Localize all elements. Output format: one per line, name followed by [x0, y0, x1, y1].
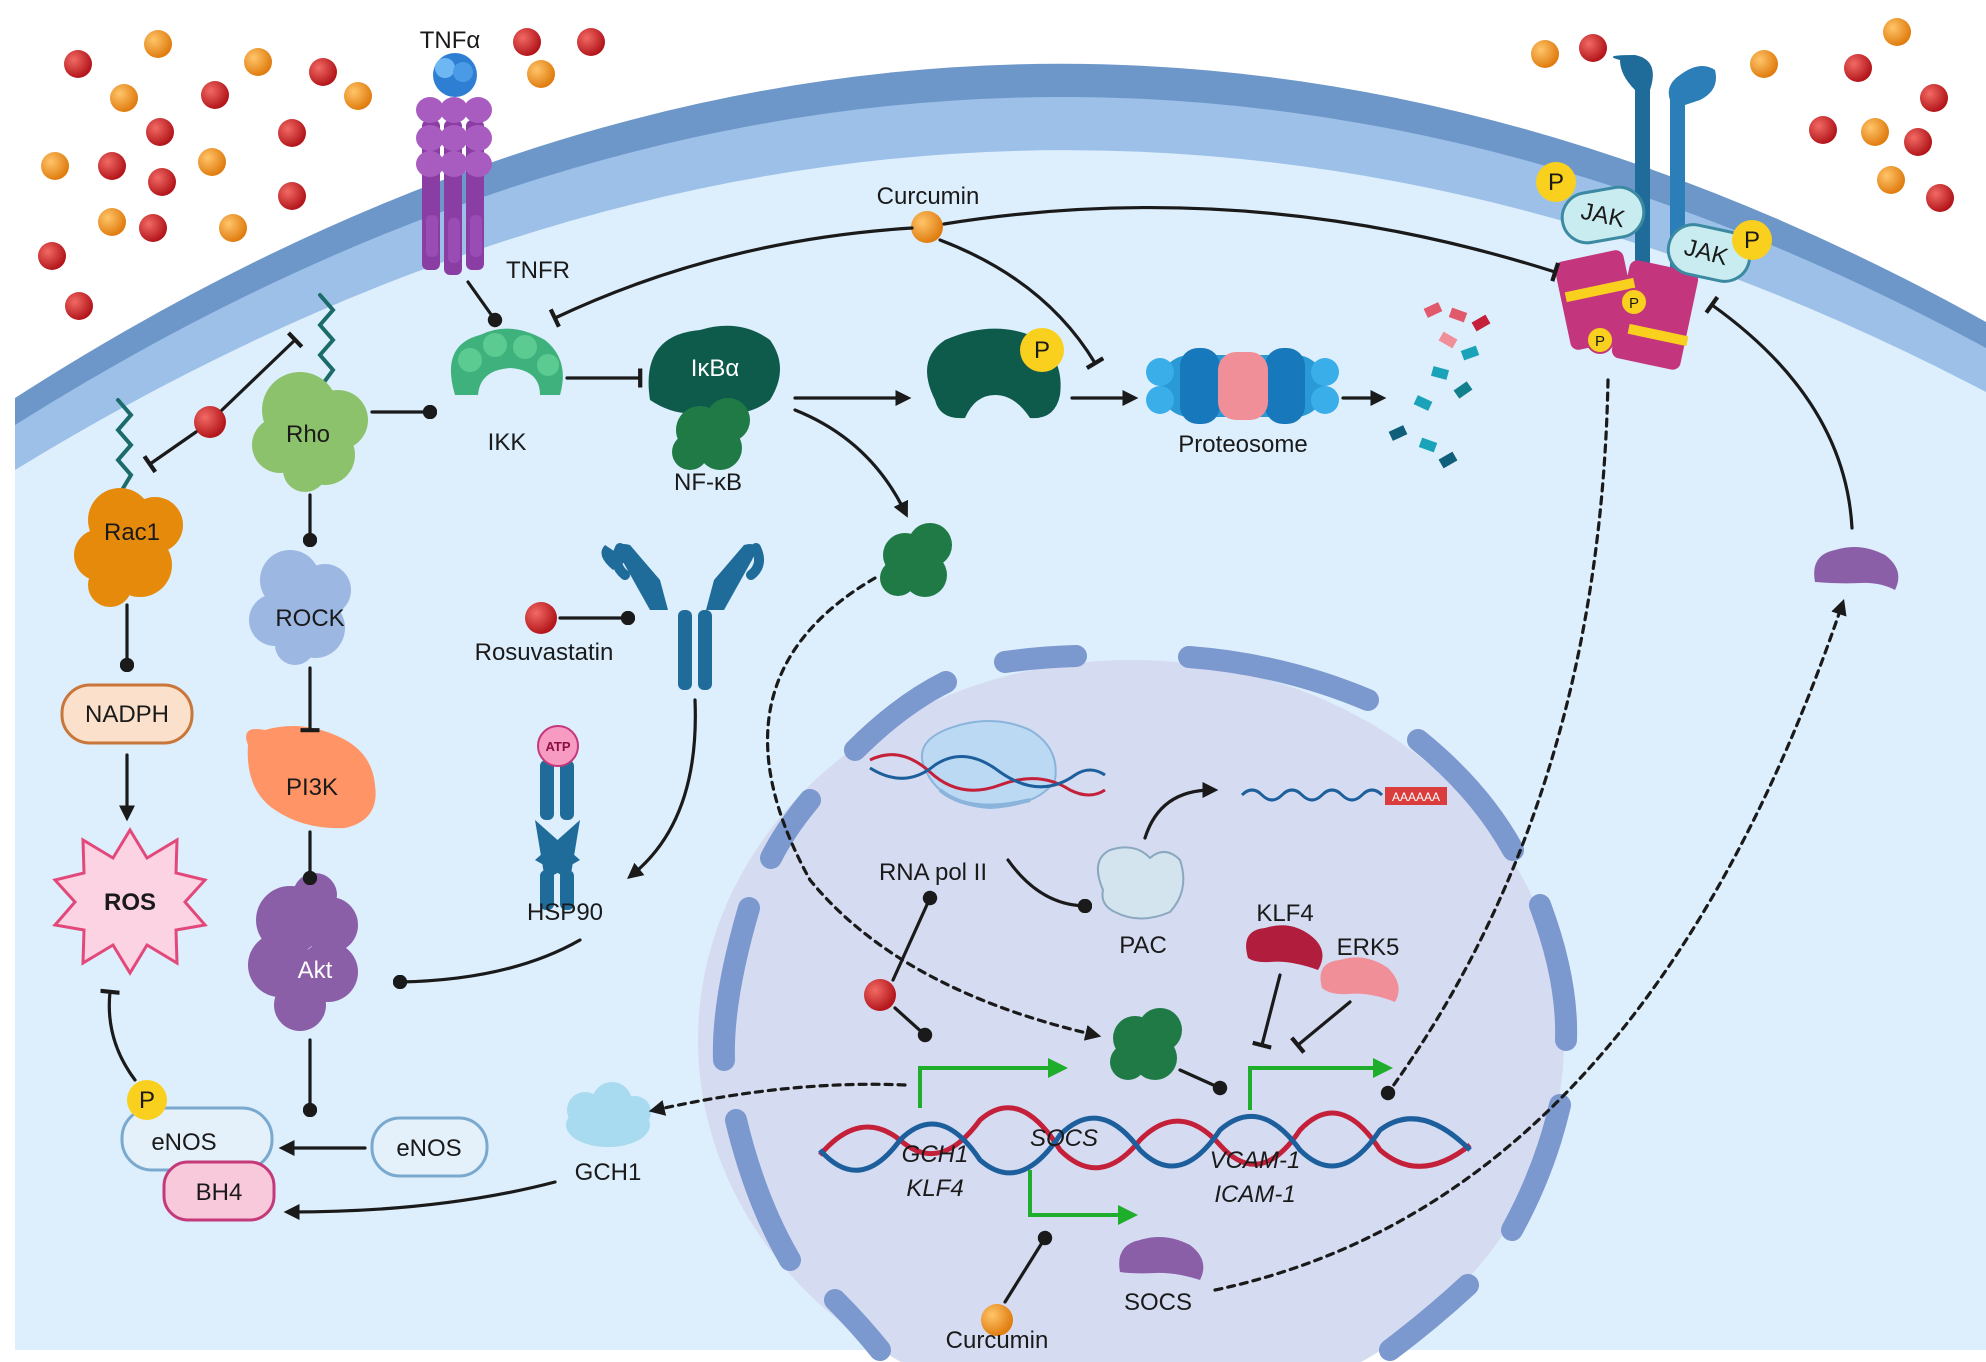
- nadph-label: NADPH: [85, 701, 169, 728]
- ros-burst: [52, 827, 208, 976]
- extracellular-molecules: [38, 18, 1954, 320]
- socs-protein-cytoplasm: [1814, 546, 1899, 590]
- phospho-label-ikba: P: [1034, 337, 1050, 364]
- rac1-label: Rac1: [104, 519, 160, 546]
- rac1-protein: [74, 488, 183, 607]
- statin-target-receptor: [601, 543, 765, 690]
- ikba-nfkb-complex: [648, 325, 780, 470]
- bh4-label: BH4: [196, 1179, 243, 1206]
- tnfa-ligand: [433, 53, 477, 97]
- nfkb-label: NF-κB: [674, 469, 742, 496]
- pi3k-label: PI3K: [286, 774, 338, 801]
- phospho-label-jak-right: P: [1744, 227, 1760, 254]
- free-nfkb: [880, 523, 952, 597]
- phospho-label-r2: P: [1595, 333, 1605, 350]
- gene-vcam-label: VCAM-1: [1210, 1147, 1301, 1174]
- enos-phospho-dot: [127, 1080, 167, 1120]
- rho-membrane-anchor: [317, 293, 336, 387]
- phospho-label-r1: P: [1629, 295, 1639, 312]
- receptor-phospho-1: [1620, 288, 1648, 316]
- tnfa-label: TNFα: [420, 27, 481, 54]
- gene-klf4-label: KLF4: [906, 1175, 963, 1202]
- hsp90-protein: [535, 760, 580, 910]
- gene-icam-label: ICAM-1: [1214, 1181, 1295, 1208]
- nucleus: [698, 660, 1564, 1362]
- pac-protein: [1096, 846, 1185, 920]
- gch1-label: GCH1: [575, 1159, 642, 1186]
- erk5-label: ERK5: [1337, 934, 1400, 961]
- socs-protein-nucleus: [1119, 1236, 1204, 1280]
- transcription-arrows: [918, 1058, 1393, 1225]
- nadph-box: [60, 683, 194, 745]
- gene-gch1-label: GCH1: [902, 1141, 969, 1168]
- proteosome: [1146, 348, 1339, 424]
- ikk-label: IKK: [488, 429, 527, 456]
- phospho-label-enos: P: [139, 1087, 155, 1114]
- phosphorylated-ikba: P: [927, 328, 1064, 419]
- mrna-strand: [1240, 788, 1384, 802]
- connectors: [100, 205, 1854, 1304]
- nuclear-envelope: [712, 645, 1578, 1361]
- rna-pol-label: RNA pol II: [879, 859, 987, 886]
- gene-socs-label: SOCS: [1030, 1125, 1098, 1152]
- rac1-membrane-anchor: [115, 398, 134, 492]
- ros-label: ROS: [104, 889, 156, 916]
- rna-polymerase: [869, 720, 1106, 810]
- polya-label: AAAAAA: [1392, 790, 1440, 804]
- bh4-box: [162, 1160, 276, 1222]
- rosuvastatin-dot-rho: [194, 406, 226, 438]
- hsp90-label: HSP90: [527, 899, 603, 926]
- rosuvastatin-dot-nucleus: [864, 979, 896, 1011]
- receptor-phospho-2: [1586, 326, 1614, 354]
- atp-molecule: [537, 725, 579, 767]
- jak-left: [1560, 185, 1646, 245]
- akt-label: Akt: [298, 957, 333, 984]
- socs-label: SOCS: [1124, 1289, 1192, 1316]
- nuclear-nfkb: [1110, 1008, 1182, 1080]
- curcumin-bottom-dot: [981, 1304, 1013, 1336]
- ikba-label: IκBα: [691, 355, 740, 382]
- pac-label: PAC: [1119, 932, 1167, 959]
- rho-protein: [252, 372, 368, 492]
- enos-box: [370, 1116, 489, 1178]
- rock-label: ROCK: [275, 605, 344, 632]
- tnfr-label: TNFR: [506, 257, 570, 284]
- klf4-label: KLF4: [1256, 900, 1313, 927]
- ikk-protein: [450, 328, 563, 395]
- rho-label: Rho: [286, 421, 330, 448]
- jak-right: [1666, 223, 1752, 283]
- klf4-protein: [1246, 925, 1323, 970]
- curcumin-bottom-label: Curcumin: [946, 1327, 1049, 1354]
- tnf-receptor: [416, 97, 492, 275]
- dna-helix: [818, 1105, 1472, 1176]
- cytokine-receptor: [1554, 55, 1716, 370]
- atp-label: ATP: [545, 739, 570, 754]
- jak-left-phospho: [1536, 162, 1576, 202]
- curcumin-top-dot: [911, 211, 943, 243]
- degraded-fragments: [1388, 302, 1491, 469]
- rock-protein: [249, 550, 351, 665]
- pi3k-protein: [246, 726, 376, 829]
- proteosome-label: Proteosome: [1178, 431, 1307, 458]
- akt-protein: [248, 873, 358, 1031]
- enos-p-label: eNOS: [151, 1129, 216, 1156]
- gch1-protein: [566, 1082, 651, 1147]
- curcumin-top-label: Curcumin: [877, 183, 980, 210]
- jak-right-phospho: [1732, 220, 1772, 260]
- dashed-connectors: [648, 378, 1847, 1292]
- phospho-label-jak-left: P: [1548, 169, 1564, 196]
- rosuvastatin-dot: [525, 602, 557, 634]
- enos-label: eNOS: [396, 1135, 461, 1162]
- erk5-protein: [1320, 957, 1399, 1002]
- polya-tail: [1385, 787, 1447, 805]
- rosuvastatin-label: Rosuvastatin: [475, 639, 614, 666]
